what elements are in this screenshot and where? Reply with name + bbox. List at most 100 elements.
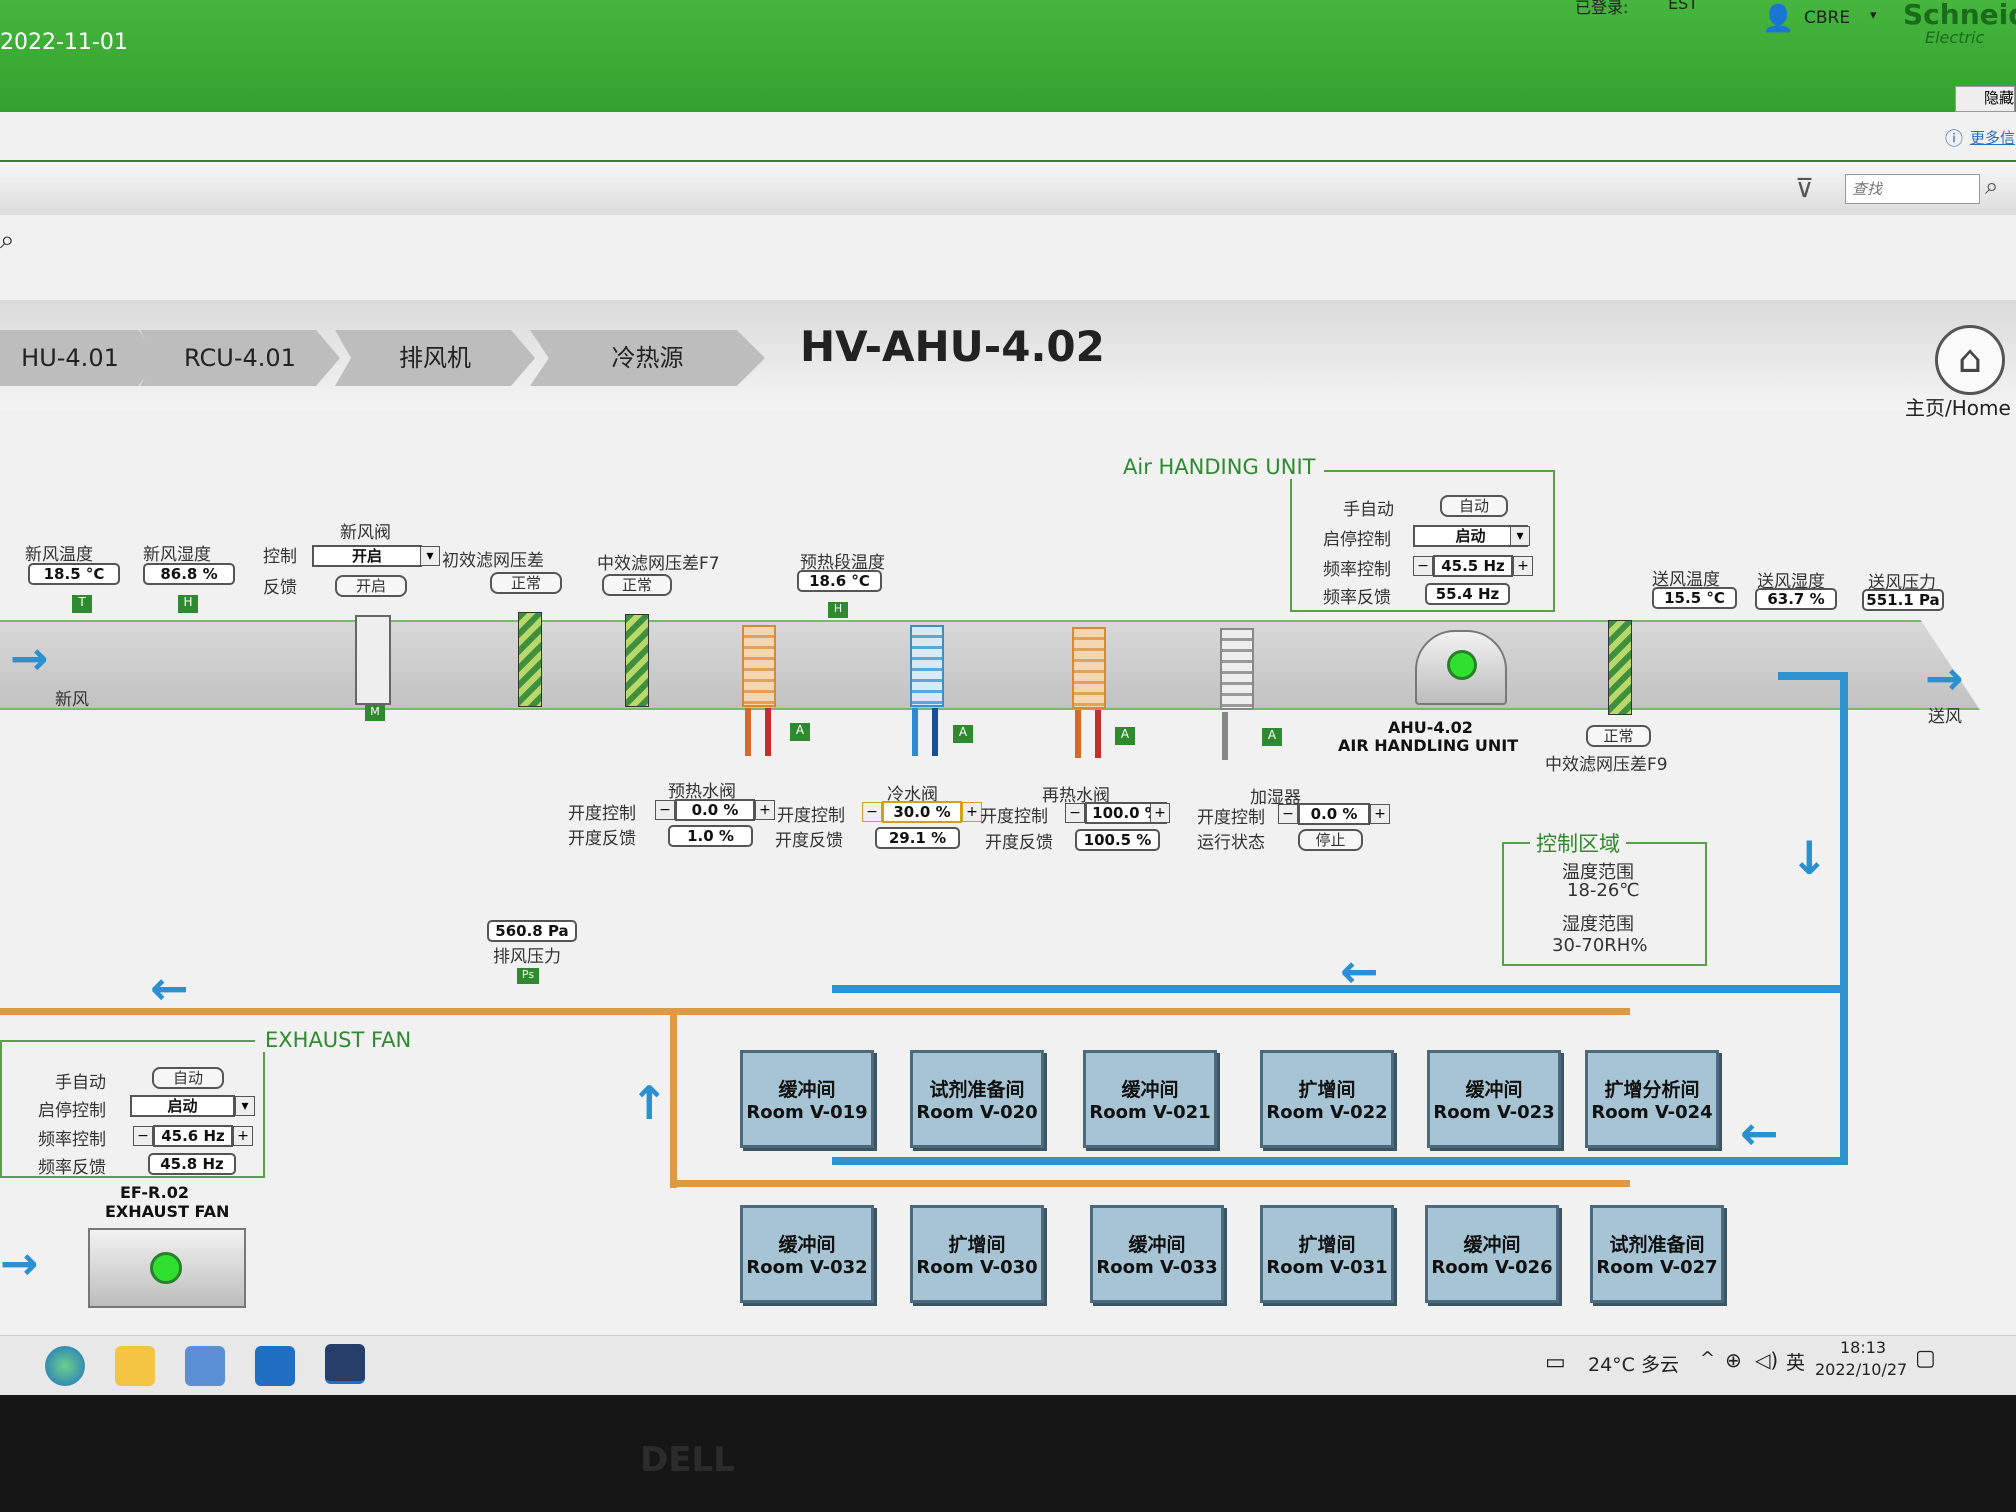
speaker-icon[interactable]: ◁) bbox=[1755, 1348, 1779, 1372]
ef-freq-fb-value: 45.8 Hz bbox=[148, 1153, 236, 1175]
breadcrumb-heat-source[interactable]: 冷热源 bbox=[530, 330, 765, 386]
file-explorer-icon[interactable] bbox=[115, 1346, 155, 1386]
more-link[interactable]: 更多信 bbox=[1970, 129, 2016, 147]
room-name-zh: 缓冲间 bbox=[1465, 1079, 1523, 1101]
home-label[interactable]: 主页/Home bbox=[1905, 396, 2011, 420]
pipe-segment bbox=[1222, 712, 1228, 760]
breadcrumb-exhaust-fan[interactable]: 排风机 bbox=[335, 330, 535, 386]
clock-date[interactable]: 2022/10/27 bbox=[1815, 1360, 1908, 1379]
brand-logo: Schneider bbox=[1903, 0, 2016, 31]
chevron-down-icon[interactable]: ▾ bbox=[235, 1096, 255, 1116]
damper-ctrl-select[interactable]: 开启 bbox=[312, 545, 422, 567]
humidifier-ctrl-value[interactable]: 0.0 % bbox=[1298, 803, 1370, 825]
scada-app-icon[interactable] bbox=[325, 1344, 365, 1384]
home-icon[interactable]: ⌂ bbox=[1935, 325, 2005, 395]
edge-browser-icon[interactable] bbox=[45, 1346, 85, 1386]
ef-freq-ctrl-value[interactable]: 45.6 Hz bbox=[153, 1125, 233, 1147]
supply-pipe bbox=[832, 1157, 1848, 1165]
humidifier-status-label: 运行状态 bbox=[1197, 833, 1265, 853]
scada-screen: 2022-11-01 已登录: EST 👤 CBRE ▾ Schneider E… bbox=[0, 0, 2016, 1365]
info-icon[interactable]: ⓘ bbox=[1945, 129, 1963, 150]
chevron-down-icon[interactable]: ▾ bbox=[1510, 526, 1530, 546]
arrow-up-icon: ↑ bbox=[630, 1076, 669, 1130]
plus-icon[interactable]: + bbox=[233, 1126, 253, 1146]
exhaust-fan-icon[interactable] bbox=[88, 1228, 246, 1308]
primary-filter-label: 初效滤网压差 bbox=[442, 551, 544, 571]
plus-icon[interactable]: + bbox=[1513, 556, 1533, 576]
fresh-air-temp-value: 18.5 °C bbox=[28, 563, 120, 585]
mail-icon[interactable] bbox=[255, 1346, 295, 1386]
pipe-segment bbox=[932, 708, 938, 756]
minus-icon[interactable]: − bbox=[1278, 804, 1298, 824]
user-icon[interactable]: 👤 bbox=[1762, 4, 1795, 34]
chevron-down-icon[interactable]: ▾ bbox=[420, 546, 440, 566]
ef-start-select[interactable]: 启动 bbox=[130, 1095, 235, 1117]
valve-preheat-ctrl-value[interactable]: 0.0 % bbox=[675, 799, 755, 821]
supply-pipe bbox=[1778, 672, 1848, 680]
minus-icon[interactable]: − bbox=[1065, 803, 1085, 823]
ef-mode-value[interactable]: 自动 bbox=[152, 1067, 224, 1089]
weather-text[interactable]: 24°C 多云 bbox=[1588, 1354, 1679, 1376]
valve-cooling-ctrl-value[interactable]: 30.0 % bbox=[882, 801, 962, 823]
supply-fan-icon[interactable] bbox=[1415, 630, 1507, 705]
search-icon[interactable]: ⌕ bbox=[1985, 172, 1999, 200]
valve-cooling-fb-label: 开度反馈 bbox=[775, 831, 843, 851]
exhaust-panel-title: EXHAUST FAN bbox=[255, 1028, 422, 1052]
room-name-zh: 缓冲间 bbox=[1128, 1234, 1186, 1256]
minus-icon[interactable]: − bbox=[133, 1126, 153, 1146]
minus-icon[interactable]: − bbox=[655, 800, 675, 820]
plus-icon[interactable]: + bbox=[755, 800, 775, 820]
ahu-freq-ctrl-value[interactable]: 45.5 Hz bbox=[1433, 555, 1513, 577]
ahu-freq-ctrl-label: 频率控制 bbox=[1323, 560, 1391, 580]
minus-icon[interactable]: − bbox=[862, 802, 882, 822]
clock-time[interactable]: 18:13 bbox=[1840, 1338, 1887, 1357]
room-number: Room V-023 bbox=[1433, 1102, 1555, 1123]
minus-icon[interactable]: − bbox=[1413, 556, 1433, 576]
actuator-icon: A bbox=[1115, 727, 1135, 745]
chevron-down-icon[interactable]: ▾ bbox=[1870, 8, 1877, 23]
hide-button[interactable]: 隐藏 bbox=[1955, 86, 2015, 112]
fresh-air-inlet-label: 新风 bbox=[55, 690, 89, 710]
fresh-air-hum-label: 新风湿度 bbox=[143, 545, 211, 565]
valve-preheat-fb-value: 1.0 % bbox=[668, 825, 753, 847]
plus-icon[interactable]: + bbox=[962, 802, 982, 822]
brand-logo-sub: Electric bbox=[1925, 28, 1985, 47]
breadcrumb-hu-4-01[interactable]: HU-4.01 bbox=[0, 330, 160, 386]
user-menu[interactable]: CBRE bbox=[1804, 8, 1851, 28]
control-zone-title: 控制区域 bbox=[1530, 828, 1626, 858]
filter-icon[interactable]: ⊽ bbox=[1795, 174, 1815, 204]
zoom-icon[interactable]: ⌕ bbox=[0, 225, 15, 255]
plus-icon[interactable]: + bbox=[1370, 804, 1390, 824]
plus-icon[interactable]: + bbox=[1150, 803, 1170, 823]
store-icon[interactable] bbox=[185, 1346, 225, 1386]
globe-icon[interactable]: ⊕ bbox=[1725, 1348, 1742, 1372]
breadcrumb-rcu-4-01[interactable]: RCU-4.01 bbox=[140, 330, 340, 386]
valve-reheat-ctrl-value[interactable]: 100.0 % bbox=[1085, 802, 1167, 824]
user-short: EST bbox=[1668, 0, 1699, 13]
search-input[interactable] bbox=[1845, 174, 1980, 204]
pipe-segment bbox=[912, 708, 918, 756]
supply-hum-value: 63.7 % bbox=[1755, 588, 1837, 610]
valve-preheat-name: 预热水阀 bbox=[668, 782, 736, 802]
ahu-mode-value[interactable]: 自动 bbox=[1440, 495, 1508, 517]
room-number: Room V-021 bbox=[1089, 1102, 1211, 1123]
ahu-start-select[interactable]: 启动 bbox=[1413, 525, 1528, 547]
chevron-up-icon[interactable]: ^ bbox=[1700, 1348, 1716, 1369]
fresh-air-temp-label: 新风温度 bbox=[25, 545, 93, 565]
notification-icon[interactable]: ▢ bbox=[1915, 1346, 1936, 1371]
input-language[interactable]: 英 bbox=[1786, 1352, 1806, 1374]
weather-icon[interactable]: ▭ bbox=[1545, 1350, 1566, 1375]
fan-running-indicator bbox=[150, 1252, 182, 1284]
